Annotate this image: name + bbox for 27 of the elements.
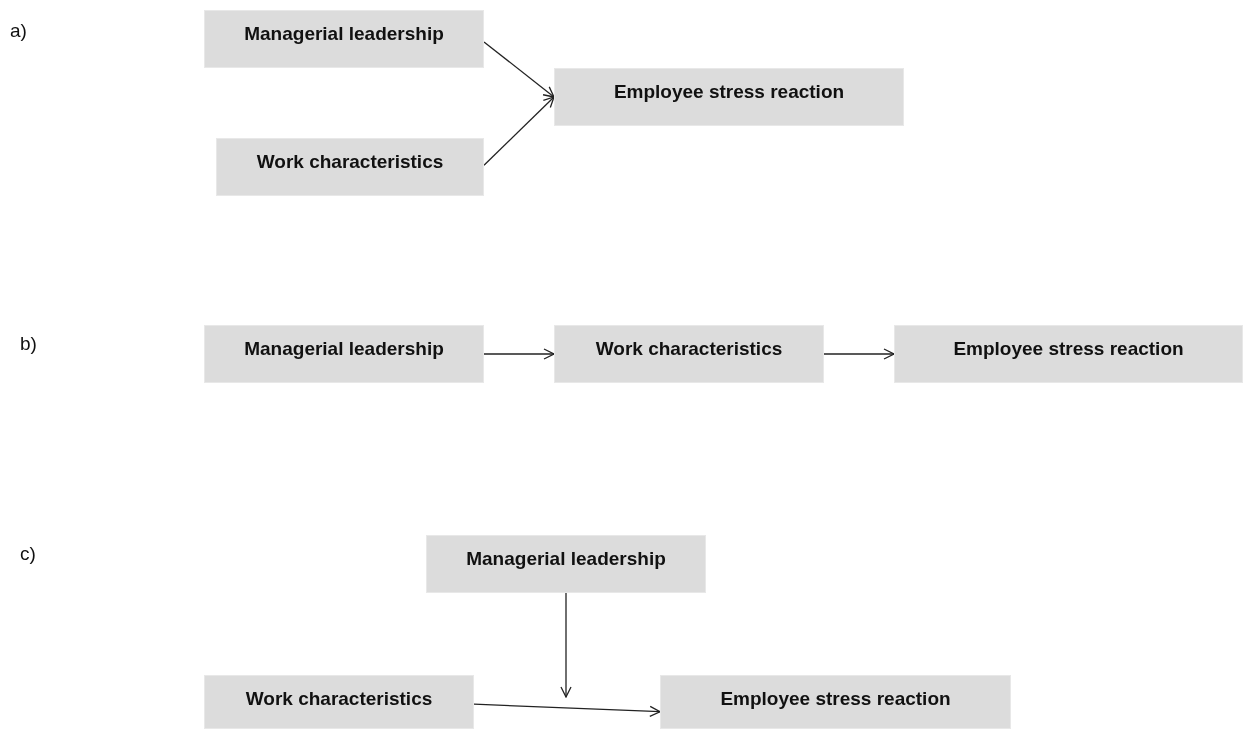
arrow: [473, 703, 661, 717]
variable-box: [204, 10, 484, 68]
variable-box: [426, 535, 706, 593]
variable-box: [894, 325, 1243, 383]
panel-label: c): [20, 543, 36, 565]
node-label: Employee stress reaction: [612, 81, 846, 103]
node-label: Managerial leadership: [465, 548, 667, 570]
variable-box: [204, 325, 484, 383]
arrow: [823, 348, 895, 360]
node-label: Managerial leadership: [243, 23, 445, 45]
node-label: Managerial leadership: [243, 338, 445, 360]
panel-label: b): [20, 333, 37, 355]
node-label: Work characteristics: [594, 338, 784, 360]
variable-box: [204, 675, 474, 729]
node-label: Work characteristics: [244, 688, 434, 710]
arrow: [483, 41, 555, 98]
node-label: Work characteristics: [255, 151, 445, 173]
node-label: Employee stress reaction: [952, 338, 1185, 360]
variable-box: [554, 68, 904, 126]
arrow: [483, 348, 555, 360]
variable-box: [554, 325, 824, 383]
arrow: [560, 592, 572, 698]
variable-box: [660, 675, 1011, 729]
panel-label: a): [10, 20, 27, 42]
arrow: [483, 96, 555, 166]
node-label: Employee stress reaction: [719, 688, 952, 710]
variable-box: [216, 138, 484, 196]
